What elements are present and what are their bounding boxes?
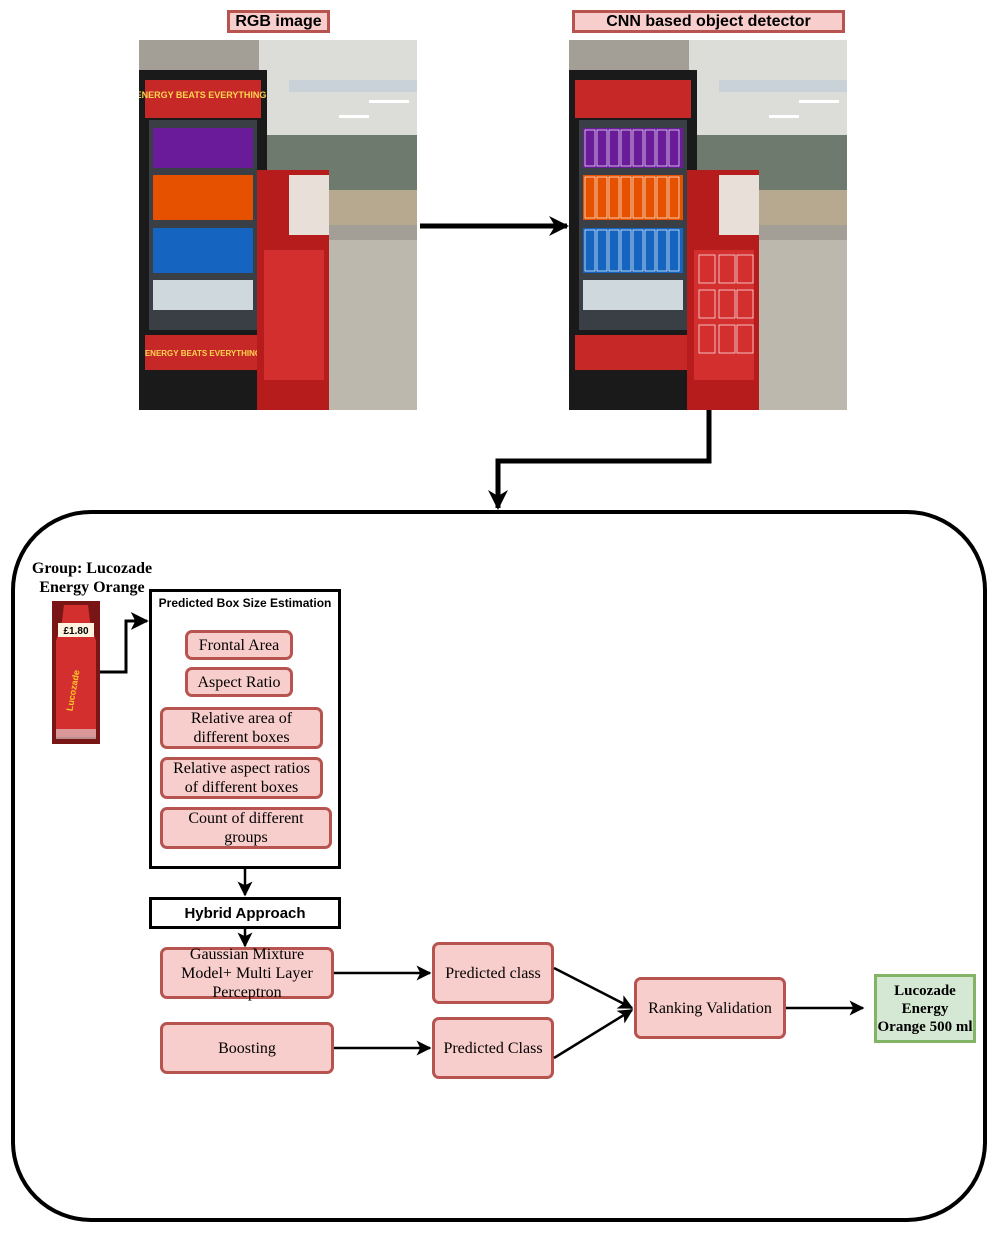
bottle-illustration: £1.80 Lucozade [52,601,100,744]
feature-frontal-area: Frontal Area [185,630,293,660]
feature-group-count: Count of different groups [160,807,332,849]
gmm-mlp-model: Gaussian Mixture Model+ Multi Layer Perc… [160,946,334,1001]
predicted-class-boosting: Predicted Class [432,1017,554,1079]
feature-relative-area: Relative area of different boxes [160,707,323,749]
rgb-photo: ENERGY BEATS EVERYTHING ENERGY BEATS EVE… [139,40,417,410]
fridge-sign-top: ENERGY BEATS EVERYTHING [139,90,266,100]
detection-boxes [584,129,754,354]
group-title: Group: Lucozade Energy Orange [31,560,153,596]
ranking-validation: Ranking Validation [634,977,786,1039]
box-size-estimation-title: Predicted Box Size Estimation [158,596,332,610]
fridge-scene-detection-illustration [569,40,847,410]
cnn-detector-label: CNN based object detector [572,10,845,33]
hybrid-approach-box: Hybrid Approach [149,897,341,929]
rgb-image-label: RGB image [227,10,330,33]
fridge-scene-illustration: ENERGY BEATS EVERYTHING ENERGY BEATS EVE… [139,40,417,410]
bottle-photo: £1.80 Lucozade [52,601,100,744]
cnn-detection-photo [569,40,847,410]
feature-aspect-ratio: Aspect Ratio [185,667,293,697]
final-product-result: Lucozade Energy Orange 500 ml [874,974,976,1043]
predicted-class-gmm: Predicted class [432,942,554,1004]
fridge-sign-bottom: ENERGY BEATS EVERYTHING [145,349,261,358]
bottle-price-tag: £1.80 [63,626,88,637]
feature-relative-aspect-ratios: Relative aspect ratios of different boxe… [160,757,323,799]
boosting-model: Boosting [160,1022,334,1074]
arrow-cnn-to-pipeline [488,410,712,510]
